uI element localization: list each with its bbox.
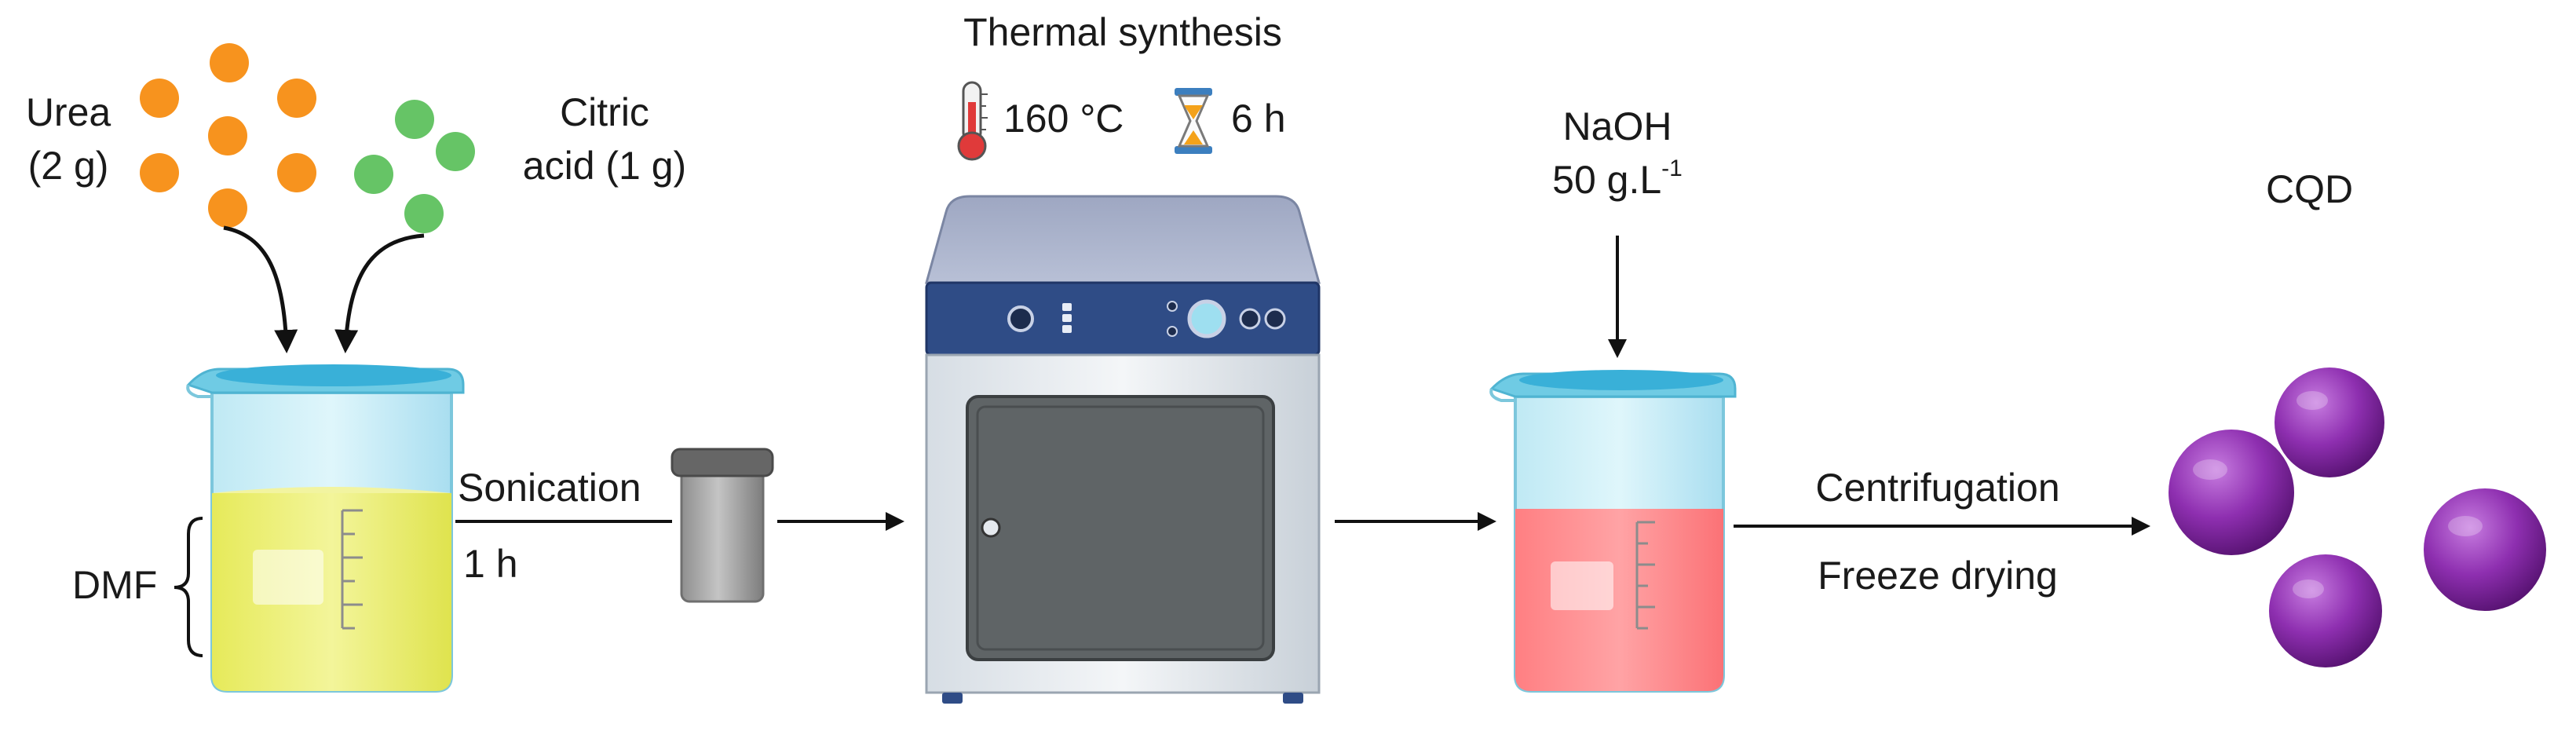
naoh-concentration-line: 50 g.L-1	[1515, 154, 1719, 207]
cqd-spheres	[2169, 368, 2546, 667]
hourglass-icon	[1175, 88, 1212, 154]
thermal-temperature: 160 °C	[1003, 97, 1124, 141]
sonication-duration: 1 h	[463, 542, 518, 586]
urea-particles	[140, 43, 316, 228]
oven	[925, 195, 1321, 704]
citric-arrow	[334, 233, 425, 353]
urea-name: Urea	[25, 90, 111, 134]
citric-acid-particles	[354, 100, 475, 233]
dmf-label: DMF	[72, 563, 158, 607]
naoh-name: NaOH	[1562, 104, 1672, 148]
sonication-label: Sonication	[458, 466, 641, 510]
thermometer-icon	[957, 81, 988, 161]
cqd-label: CQD	[2266, 167, 2354, 211]
beaker-dmf	[186, 364, 465, 693]
naoh-label: NaOH 50 g.L-1	[1515, 101, 1719, 207]
urea-label: Urea (2 g)	[9, 86, 127, 192]
thermal-time: 6 h	[1231, 97, 1286, 141]
naoh-exponent: -1	[1661, 155, 1683, 181]
dmf-brace	[174, 517, 203, 657]
urea-arrow	[223, 225, 298, 353]
citric-name: Citric	[560, 90, 649, 134]
citric-acid-label: Citric acid (1 g)	[502, 86, 707, 192]
beaker-naoh	[1489, 370, 1737, 693]
centrifugation-label: Centrifugation	[1815, 466, 2060, 510]
sonication-vessel	[670, 448, 774, 603]
citric-amount: acid (1 g)	[522, 143, 687, 188]
urea-amount: (2 g)	[27, 143, 109, 188]
thermal-title: Thermal synthesis	[963, 10, 1282, 54]
naoh-concentration: 50 g.L	[1552, 157, 1662, 202]
freeze-drying-label: Freeze drying	[1818, 554, 2058, 598]
